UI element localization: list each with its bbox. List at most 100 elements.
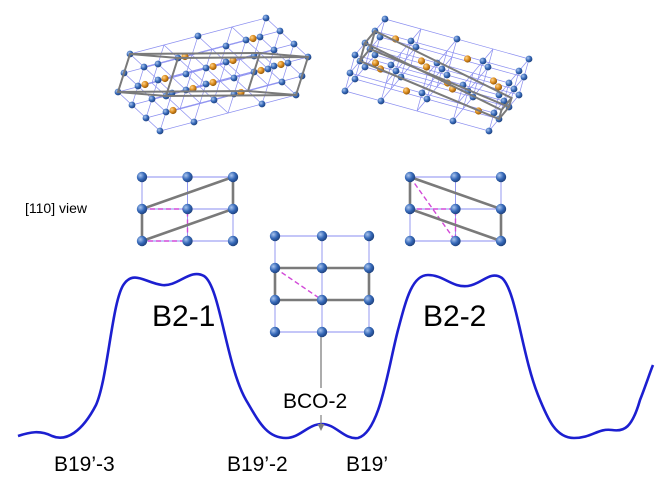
blue-atom bbox=[316, 326, 328, 338]
lattice-grid-line bbox=[233, 39, 247, 79]
blue-atom bbox=[520, 73, 528, 81]
lattice-grid-line bbox=[185, 73, 229, 114]
blue-atom bbox=[162, 108, 170, 116]
projection-right bbox=[404, 171, 507, 247]
orange-atom bbox=[161, 74, 169, 83]
blue-atom bbox=[270, 46, 278, 54]
blue-atom bbox=[182, 235, 193, 247]
blue-atom bbox=[269, 262, 281, 274]
orange-atom bbox=[169, 106, 177, 115]
b2-2-label: B2-2 bbox=[423, 300, 487, 333]
blue-atom bbox=[316, 230, 328, 242]
blue-atom bbox=[140, 63, 148, 71]
lattice-grid-line bbox=[472, 60, 484, 98]
orange-atom bbox=[371, 59, 380, 67]
bco2-label: BCO-2 bbox=[283, 390, 348, 413]
lattice-grid-line bbox=[163, 44, 207, 85]
blue-atom bbox=[136, 203, 148, 215]
blue-atom bbox=[182, 171, 193, 183]
blue-atom bbox=[404, 235, 416, 247]
blue-atom bbox=[242, 36, 250, 44]
orange-atom bbox=[463, 55, 472, 63]
lattice-grid-line bbox=[265, 17, 309, 58]
orange-atom bbox=[141, 80, 149, 89]
orange-atom bbox=[189, 84, 197, 93]
blue-atom bbox=[500, 97, 508, 105]
blue-atom bbox=[222, 58, 230, 66]
blue-atom bbox=[363, 326, 375, 338]
blue-atom bbox=[495, 171, 507, 183]
unit-cell-edge bbox=[369, 30, 376, 50]
blue-atom bbox=[438, 65, 446, 73]
blue-atom bbox=[154, 76, 162, 84]
blue-atom bbox=[262, 14, 270, 22]
blue-atom bbox=[182, 203, 193, 215]
orange-atom bbox=[277, 60, 285, 69]
blue-atom bbox=[363, 230, 375, 242]
blue-atom bbox=[270, 62, 278, 70]
bco2-arrowhead bbox=[317, 424, 325, 431]
blue-atom bbox=[190, 118, 198, 126]
orange-atom bbox=[422, 63, 431, 71]
blue-atom bbox=[423, 95, 431, 103]
projection-center bbox=[269, 230, 375, 338]
blue-atom bbox=[276, 27, 284, 35]
blue-atom bbox=[154, 60, 162, 68]
blue-atom bbox=[202, 80, 210, 88]
lattice-grid-line bbox=[446, 38, 458, 76]
blue-atom bbox=[269, 326, 281, 338]
projection-left bbox=[136, 171, 239, 247]
blue-atom bbox=[316, 294, 328, 306]
lattice-grid-line bbox=[452, 84, 484, 122]
blue-atom bbox=[525, 55, 533, 63]
lattice-grid-line bbox=[493, 76, 525, 114]
energy-curve bbox=[17, 272, 655, 440]
blue-atom bbox=[341, 87, 349, 95]
blue-atom bbox=[412, 43, 420, 51]
blue-atom bbox=[510, 85, 518, 93]
blue-atom bbox=[290, 40, 298, 48]
orange-atom bbox=[489, 77, 498, 85]
lattice-grid-line bbox=[129, 53, 173, 94]
orange-atom bbox=[209, 62, 217, 71]
blue-atom bbox=[450, 235, 461, 247]
magenta-dashed-cell bbox=[274, 267, 325, 301]
blue-atom bbox=[361, 63, 369, 71]
orange-atom bbox=[257, 66, 265, 75]
lattice-3d-right bbox=[341, 15, 533, 135]
blue-atom bbox=[515, 67, 523, 75]
lattice-grid-line bbox=[421, 56, 453, 94]
blue-atom bbox=[284, 59, 292, 67]
blue-atom bbox=[210, 96, 218, 104]
lattice-grid-line bbox=[498, 58, 530, 96]
lattice-grid-line bbox=[261, 65, 275, 105]
blue-atom bbox=[381, 15, 389, 23]
orange-atom bbox=[249, 34, 257, 43]
b19-2-label: B19’-2 bbox=[227, 453, 288, 476]
unit-cell-edge bbox=[259, 52, 309, 58]
blue-atom bbox=[264, 65, 272, 73]
unit-cell-edge bbox=[359, 42, 366, 62]
lattice-grid-line bbox=[151, 82, 195, 123]
blue-atom bbox=[404, 203, 416, 215]
blue-atom bbox=[495, 203, 507, 215]
orange-atom bbox=[229, 56, 237, 65]
blue-atom bbox=[418, 89, 426, 97]
orange-atom bbox=[494, 83, 503, 91]
lattice-grid-line bbox=[231, 26, 275, 67]
blue-atom bbox=[515, 91, 523, 99]
blue-atom bbox=[269, 294, 281, 306]
lattice-grid-line bbox=[380, 64, 412, 102]
blue-atom bbox=[443, 71, 451, 79]
blue-atom bbox=[256, 33, 264, 41]
blue-atom bbox=[316, 262, 328, 274]
blue-atom bbox=[278, 78, 286, 86]
blue-atom bbox=[490, 109, 498, 117]
blue-atom bbox=[363, 262, 375, 274]
orange-atom bbox=[209, 78, 217, 87]
lattice-grid-line bbox=[426, 38, 458, 76]
blue-atom bbox=[351, 51, 359, 59]
blue-atom bbox=[227, 203, 239, 215]
blue-atom bbox=[142, 114, 150, 122]
b2-1-label: B2-1 bbox=[152, 300, 216, 333]
